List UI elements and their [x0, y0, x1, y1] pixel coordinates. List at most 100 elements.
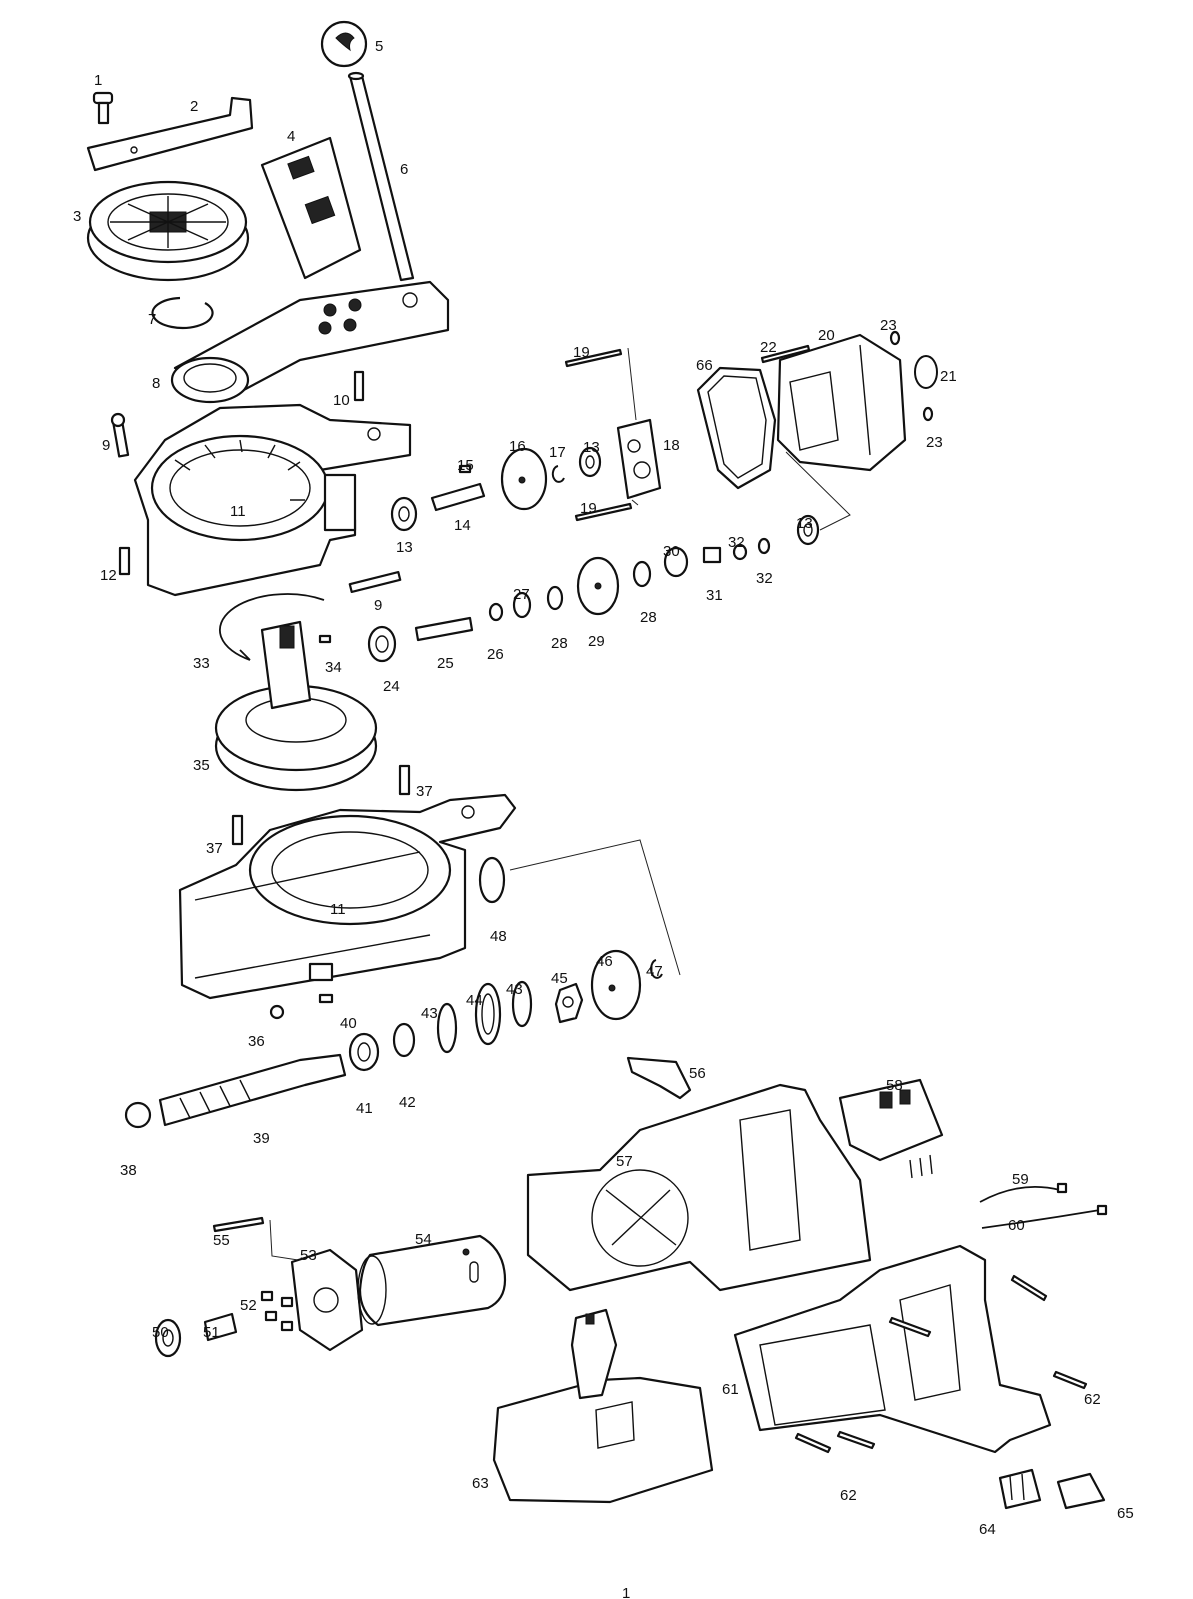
- label-42: 42: [399, 1094, 416, 1111]
- part-30-plate: [663, 546, 689, 578]
- part-13-bearing-b: [578, 446, 602, 478]
- label-27: 27: [513, 586, 530, 603]
- part-43-washer-b: [511, 980, 533, 1028]
- part-20-motor-housing: [776, 333, 907, 472]
- label-66: 66: [696, 357, 713, 374]
- label-23-a: 23: [880, 317, 897, 334]
- part-35-output-gear: [214, 620, 378, 792]
- label-1: 1: [94, 72, 102, 89]
- part-29-gear: [576, 556, 620, 616]
- part-3-cam-wheel: [86, 180, 250, 282]
- part-59-wire: [979, 1185, 1061, 1203]
- label-18: 18: [663, 437, 680, 454]
- label-63: 63: [472, 1475, 489, 1492]
- label-43-a: 43: [421, 1005, 438, 1022]
- part-15-key: [458, 464, 472, 474]
- part-64-terminal-block: [998, 1468, 1042, 1510]
- label-11-lower: 11: [330, 901, 346, 918]
- part-13-bearing-a: [390, 496, 418, 532]
- part-1-screw: [92, 91, 114, 125]
- label-52: 52: [240, 1297, 257, 1314]
- label-16: 16: [509, 438, 526, 455]
- part-37-pin-a: [398, 764, 411, 796]
- part-12-pin: [118, 546, 131, 576]
- part-7-circlip: [151, 296, 214, 330]
- part-28-washer-b: [632, 560, 652, 588]
- label-54: 54: [415, 1231, 432, 1248]
- label-39: 39: [253, 1130, 270, 1147]
- part-44-bearing: [474, 982, 502, 1046]
- label-32-b: 32: [756, 570, 773, 587]
- part-36-nut: [269, 1004, 285, 1020]
- label-58: 58: [886, 1077, 903, 1094]
- part-65-cover: [1056, 1472, 1106, 1510]
- part-55-screw: [212, 1216, 265, 1233]
- label-13-a: 13: [396, 539, 413, 556]
- label-48: 48: [490, 928, 507, 945]
- part-39-worm-shaft: [158, 1053, 347, 1127]
- part-51-bushing: [203, 1312, 238, 1342]
- label-13-c: 13: [796, 515, 813, 532]
- part-63-battery: [492, 1308, 714, 1504]
- part-57-housing-half: [526, 1083, 872, 1292]
- part-11-gear-housing-lower: [178, 793, 517, 1000]
- part-32-washer-b: [757, 537, 771, 555]
- part-34-key: [318, 634, 332, 644]
- part-9-screw-upper: [110, 412, 130, 458]
- part-62-screws: [794, 1274, 1088, 1454]
- part-24-bearing: [367, 625, 397, 663]
- part-18-bracket: [616, 418, 662, 500]
- label-24: 24: [383, 678, 400, 695]
- part-31-bushing: [702, 546, 722, 564]
- label-3: 3: [73, 208, 81, 225]
- label-32-a: 32: [728, 534, 745, 551]
- label-20: 20: [818, 327, 835, 344]
- part-45-nut: [554, 982, 584, 1024]
- part-61-housing-half: [733, 1244, 1052, 1454]
- part-60-terminal: [1096, 1204, 1108, 1216]
- part-52-screws: [260, 1290, 294, 1332]
- label-55: 55: [213, 1232, 230, 1249]
- part-40-key: [318, 993, 334, 1004]
- part-43-washer-a: [436, 1002, 458, 1054]
- label-4: 4: [287, 128, 295, 145]
- page-number: 1: [622, 1585, 630, 1599]
- part-19-screw-b: [574, 502, 633, 522]
- label-50: 50: [152, 1324, 169, 1341]
- label-23-b: 23: [926, 434, 943, 451]
- label-64: 64: [979, 1521, 996, 1538]
- label-25: 25: [437, 655, 454, 672]
- label-62-a: 62: [1084, 1391, 1101, 1408]
- part-47-clip: [650, 959, 663, 979]
- label-62-b: 62: [840, 1487, 857, 1504]
- label-13-b: 13: [583, 439, 600, 456]
- part-33-spring-clip: [219, 593, 325, 661]
- label-65: 65: [1117, 1505, 1134, 1522]
- part-16-gear: [500, 447, 548, 511]
- label-15: 15: [457, 457, 474, 474]
- label-12: 12: [100, 567, 117, 584]
- part-8-lever-arm: [170, 280, 450, 404]
- part-50-bearing: [154, 1318, 182, 1358]
- part-54-motor: [357, 1234, 507, 1327]
- label-28-a: 28: [551, 635, 568, 652]
- part-9-screw-lower: [348, 570, 402, 594]
- label-41: 41: [356, 1100, 373, 1117]
- part-38-bushing: [124, 1101, 152, 1129]
- label-51: 51: [203, 1324, 220, 1341]
- label-56: 56: [689, 1065, 706, 1082]
- label-60: 60: [1008, 1217, 1025, 1234]
- label-17: 17: [549, 444, 566, 461]
- label-34: 34: [325, 659, 342, 676]
- part-11-gear-housing-upper: [133, 403, 412, 597]
- label-8: 8: [152, 375, 160, 392]
- label-43-b: 43: [506, 981, 523, 998]
- part-66-gasket: [696, 366, 777, 490]
- part-46-gear: [590, 949, 642, 1021]
- part-32-washer-a: [732, 543, 748, 561]
- label-37-b: 37: [206, 840, 223, 857]
- label-26: 26: [487, 646, 504, 663]
- label-61: 61: [722, 1381, 739, 1398]
- label-59: 59: [1012, 1171, 1029, 1188]
